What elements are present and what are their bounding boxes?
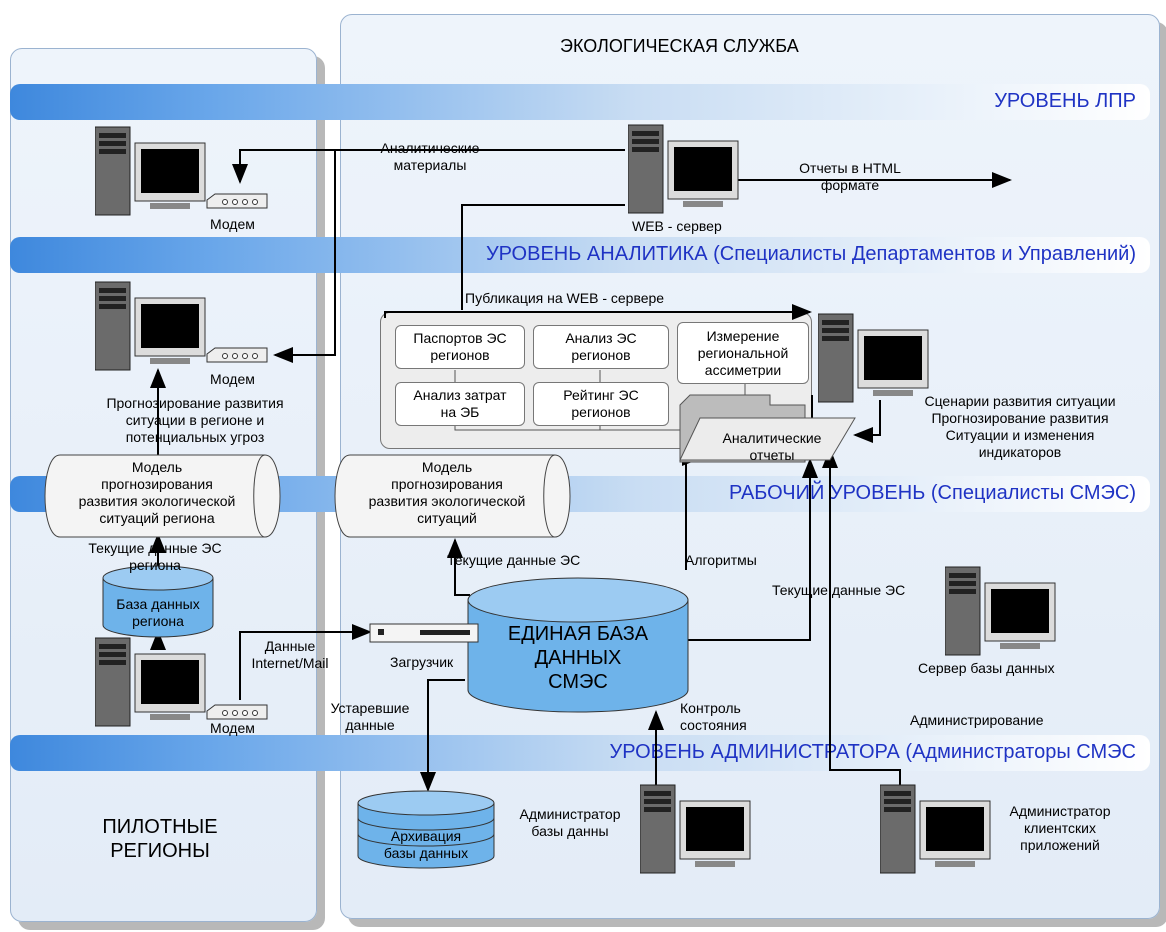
switch-icon [369,623,479,643]
computer-icon [640,784,751,874]
modem-icon [206,193,268,209]
modem-label-1: Модем [210,216,255,232]
modem-label-3: Модем [210,720,255,736]
administration-label: Администрирование [910,712,1044,728]
computer-icon [628,124,739,214]
modem-icon [206,704,268,720]
forecast-region-label: Прогнозирование развития ситуации в реги… [106,395,284,445]
reports-label: Аналитические отчеты [722,430,822,463]
level-label-lpr: УРОВЕНЬ ЛПР [994,90,1136,112]
data-internet-label: Данные Internet/Mail [251,638,329,671]
archive-db-label: Архивация базы данных [383,828,469,861]
level-band-analyst [10,237,1150,273]
node-costs: Анализ затрат на ЭБ [395,382,525,426]
loader-label: Загрузчик [390,654,454,670]
algorithms-label: Алгоритмы [685,552,757,568]
archive-db-cylinder [357,790,495,869]
unified-db-cylinder [467,577,689,713]
region-db-cylinder [102,565,214,638]
node-asymmetry: Измерение региональной ассиметрии [677,322,809,384]
node-asymmetry-label: Измерение региональной ассиметрии [697,327,789,378]
modem-icon [206,347,268,363]
node-passports: Паспортов ЭС регионов [395,325,525,369]
db-admin-label: Администратор базы данны [519,806,621,839]
computer-icon [95,281,206,371]
level-label-admin: УРОВЕНЬ АДМИНИСТРАТОРА (Администраторы С… [609,741,1136,763]
central-model-cylinder [334,454,571,538]
web-server-label: WEB - сервер [632,218,722,234]
scenarios-label: Сценарии развития ситуации Прогнозирован… [924,393,1116,460]
node-rating-label: Рейтинг ЭС регионов [563,387,639,420]
pilot-regions-title: ПИЛОТНЫЕ РЕГИОНЫ [102,816,218,862]
html-reports-label: Отчеты в HTML формате [799,160,901,193]
db-server-label: Сервер базы данных [918,660,1055,676]
node-analysis-label: Анализ ЭС регионов [565,330,637,363]
region-model-label: Модель прогнозирования развития экологич… [78,459,236,526]
computer-icon [95,637,206,727]
central-model-label: Модель прогнозирования развития экологич… [368,459,526,526]
node-costs-label: Анализ затрат на ЭБ [413,387,507,420]
level-band-admin [10,735,1150,771]
unified-db-label: ЕДИНАЯ БАЗА ДАННЫХ СМЭС [507,623,649,693]
node-analysis: Анализ ЭС регионов [533,325,669,369]
node-rating: Рейтинг ЭС регионов [533,382,669,426]
computer-icon [95,126,206,216]
computer-icon [880,784,991,874]
computer-icon [945,566,1056,656]
region-db-label: База данных региона [116,596,200,629]
current-data-region-label: Текущие данные ЭС региона [88,540,222,573]
report-icon [679,394,856,463]
node-passports-label: Паспортов ЭС регионов [413,330,507,363]
current-data-label-2: Текущие данные ЭС [772,582,906,598]
level-label-analyst: УРОВЕНЬ АНАЛИТИКА (Специалисты Департаме… [485,243,1136,265]
region-model-cylinder [44,454,281,538]
computer-icon [818,313,929,403]
state-control-label: Контроль состояния [680,700,747,733]
outdated-label: Устаревшие данные [330,700,410,733]
publication-label: Публикация на WEB - сервере [465,290,665,306]
analytic-materials-label: Аналитические материалы [380,140,480,173]
service-title: ЭКОЛОГИЧЕСКАЯ СЛУЖБА [560,36,799,56]
level-band-lpr [10,84,1150,120]
modem-label-2: Модем [210,371,255,387]
current-data-label-1: Текущие данные ЭС [447,552,581,568]
client-admin-label: Администратор клиентских приложений [1009,803,1111,853]
